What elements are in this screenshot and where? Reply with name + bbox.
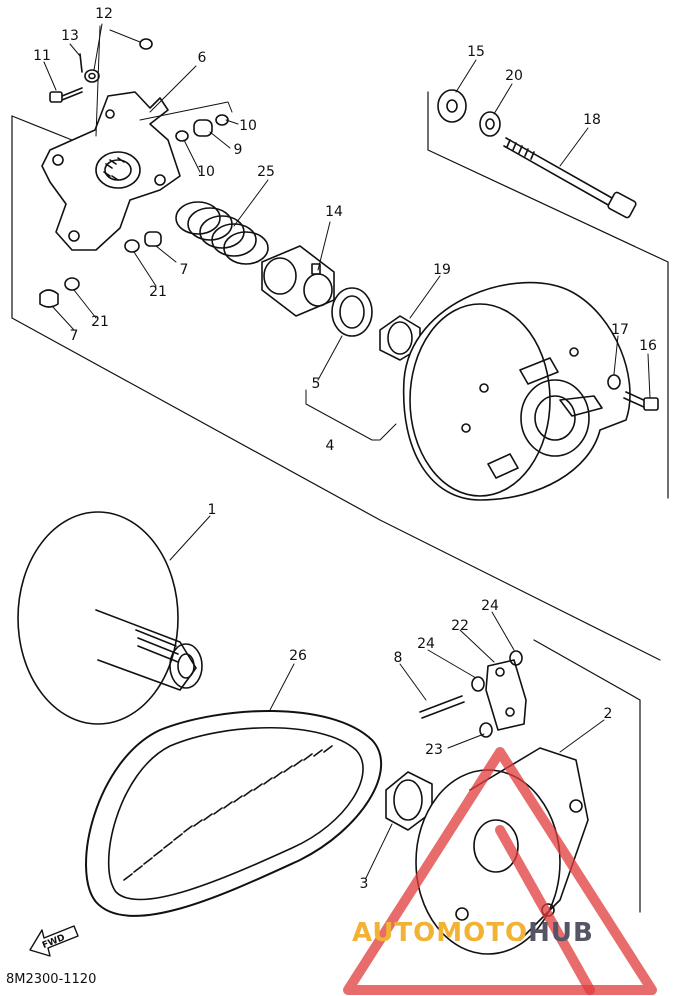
callout-24b: 24 [481,598,499,614]
callout-19: 19 [433,262,451,278]
part-4-movable-sheave [402,281,631,501]
callout-8: 8 [393,650,403,666]
part-9-collar [193,119,213,137]
callout-7b: 7 [69,328,79,344]
callout-26: 26 [289,648,307,664]
part-code: 8M2300-1120 [6,972,97,987]
callout-3: 3 [359,876,369,892]
watermark-text-part1: AUTOMOTO [352,918,529,948]
part-10-washer-b [175,130,189,142]
callout-1: 1 [207,502,217,518]
part-17-nut [607,374,621,390]
callout-23: 23 [425,742,443,758]
callout-2: 2 [603,706,613,722]
part-21-washer-b [64,277,80,291]
part-26-v-belt [85,710,383,917]
callout-10b: 10 [197,164,215,180]
callout-15: 15 [467,44,485,60]
watermark-text-part2: HUB [528,918,594,948]
callout-leader-lines [43,23,651,879]
part-23-washer [479,722,493,738]
part-19-collar [379,315,421,361]
part-10-washer-a [215,114,229,126]
part-5-oil-seal [331,287,373,337]
callout-14: 14 [325,204,343,220]
part-21-washer-a [124,239,140,253]
part-11-bolt [49,87,83,103]
callout-10a: 10 [239,118,257,134]
callout-22: 22 [451,618,469,634]
part-2-clutch-carrier [415,747,589,955]
callout-21b: 21 [91,314,109,330]
callout-5: 5 [311,376,321,392]
upper-assembly-boundary [11,115,661,661]
callout-6: 6 [197,50,207,66]
callout-21a: 21 [149,284,167,300]
part-7-cap-a [144,231,162,247]
callout-16: 16 [639,338,657,354]
part-20-nut [479,111,501,137]
fwd-arrow-icon [29,925,79,957]
callout-9: 9 [233,142,243,158]
watermark-text: AUTOMOTOHUB [352,918,594,948]
callout-24a: 24 [417,636,435,652]
watermark-logo [343,747,657,995]
callout-18: 18 [583,112,601,128]
part-7-cap-b [39,289,59,308]
lower-assembly-boundary [533,639,641,913]
part-13-pin [79,53,83,73]
part-6-spider [41,91,181,251]
part-18-long-bolt [503,137,637,219]
part-22-shoe-plate [485,659,527,731]
part-16-bolt [623,391,659,411]
right-bracket-boundary [427,91,669,499]
part-12-washer [84,69,100,83]
callout-4: 4 [325,438,335,454]
callout-11: 11 [33,48,51,64]
upper-assembly-boundary-top [11,115,73,141]
callout-13: 13 [61,28,79,44]
part-24-washer-b [509,650,523,666]
part-25-spring [175,201,269,265]
part-15-washer [437,89,467,123]
callout-25: 25 [257,164,275,180]
part-12b-nut [139,38,153,50]
part-8-pin [419,695,465,719]
callout-7a: 7 [179,262,189,278]
callout-20: 20 [505,68,523,84]
callout-12: 12 [95,6,113,22]
part-1-fixed-sheave [17,511,203,725]
part-14-sleeve [261,245,335,317]
callout-17: 17 [611,322,629,338]
part-24-washer-a [471,676,485,692]
